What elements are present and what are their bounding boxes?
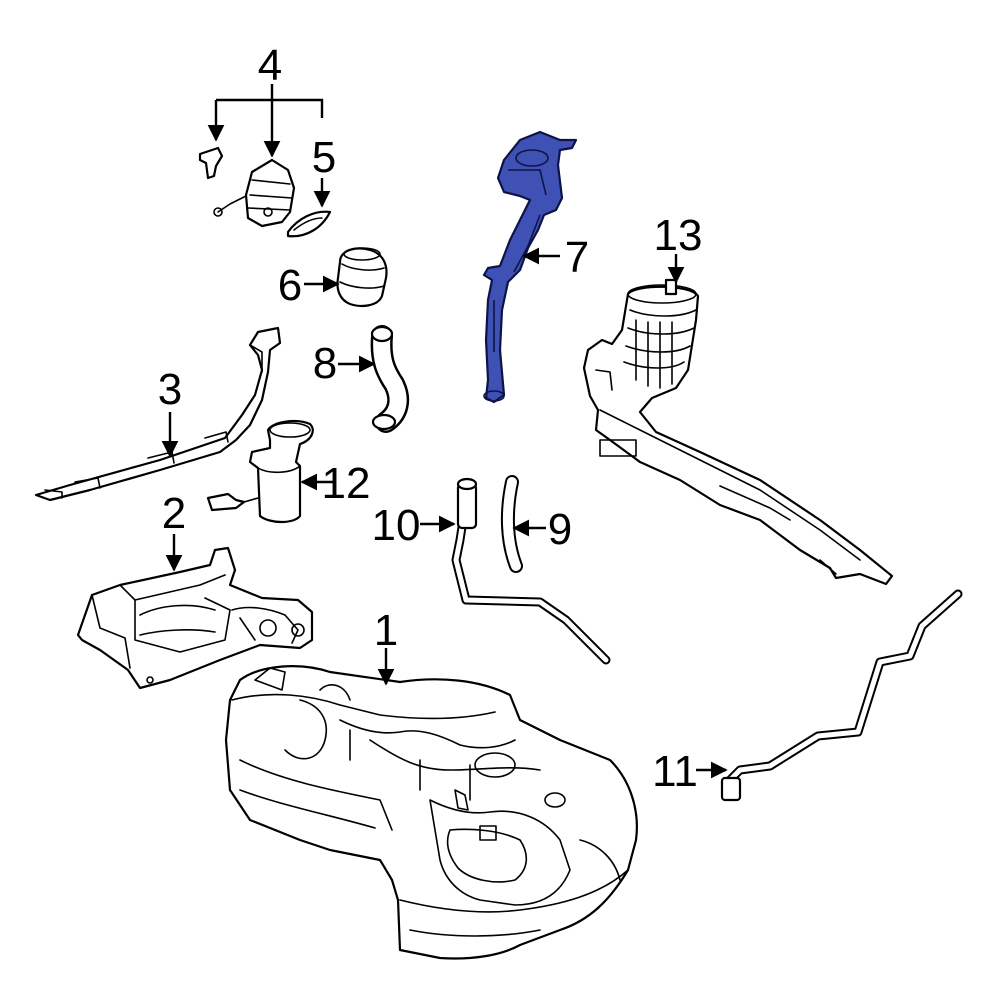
part-1-fuel-tank[interactable] bbox=[224, 665, 638, 960]
callout-5: 5 bbox=[312, 133, 336, 182]
part-6-hose-coupler[interactable] bbox=[336, 247, 388, 307]
part-11-fuel-line-long[interactable] bbox=[720, 589, 963, 802]
part-9-vent-tube[interactable] bbox=[500, 475, 523, 573]
part-5-seal[interactable] bbox=[286, 210, 332, 238]
part-3-bracket-strap[interactable] bbox=[34, 326, 282, 502]
callout-7: 7 bbox=[565, 233, 589, 282]
callout-8: 8 bbox=[313, 339, 337, 388]
callout-12: 12 bbox=[322, 459, 371, 508]
part-13-canister-assembly[interactable] bbox=[582, 278, 894, 586]
callout-9: 9 bbox=[548, 505, 572, 554]
part-8-hose[interactable] bbox=[370, 325, 410, 433]
callout-6: 6 bbox=[278, 261, 302, 310]
part-4-fuel-sender-unit[interactable] bbox=[198, 146, 296, 228]
part-2-heat-shield[interactable] bbox=[76, 546, 314, 690]
part-7-fuel-filler-neck[interactable] bbox=[482, 130, 578, 404]
part-10-fuel-line[interactable] bbox=[451, 477, 611, 665]
callout-10: 10 bbox=[372, 501, 421, 550]
callout-1: 1 bbox=[374, 606, 398, 655]
part-12-fuel-pump[interactable] bbox=[206, 420, 314, 524]
callout-3: 3 bbox=[158, 365, 182, 414]
callout-2: 2 bbox=[162, 489, 186, 538]
callout-4: 4 bbox=[258, 41, 282, 90]
callout-11: 11 bbox=[652, 747, 698, 796]
callout-13: 13 bbox=[654, 211, 703, 260]
leader-4b bbox=[216, 98, 324, 118]
